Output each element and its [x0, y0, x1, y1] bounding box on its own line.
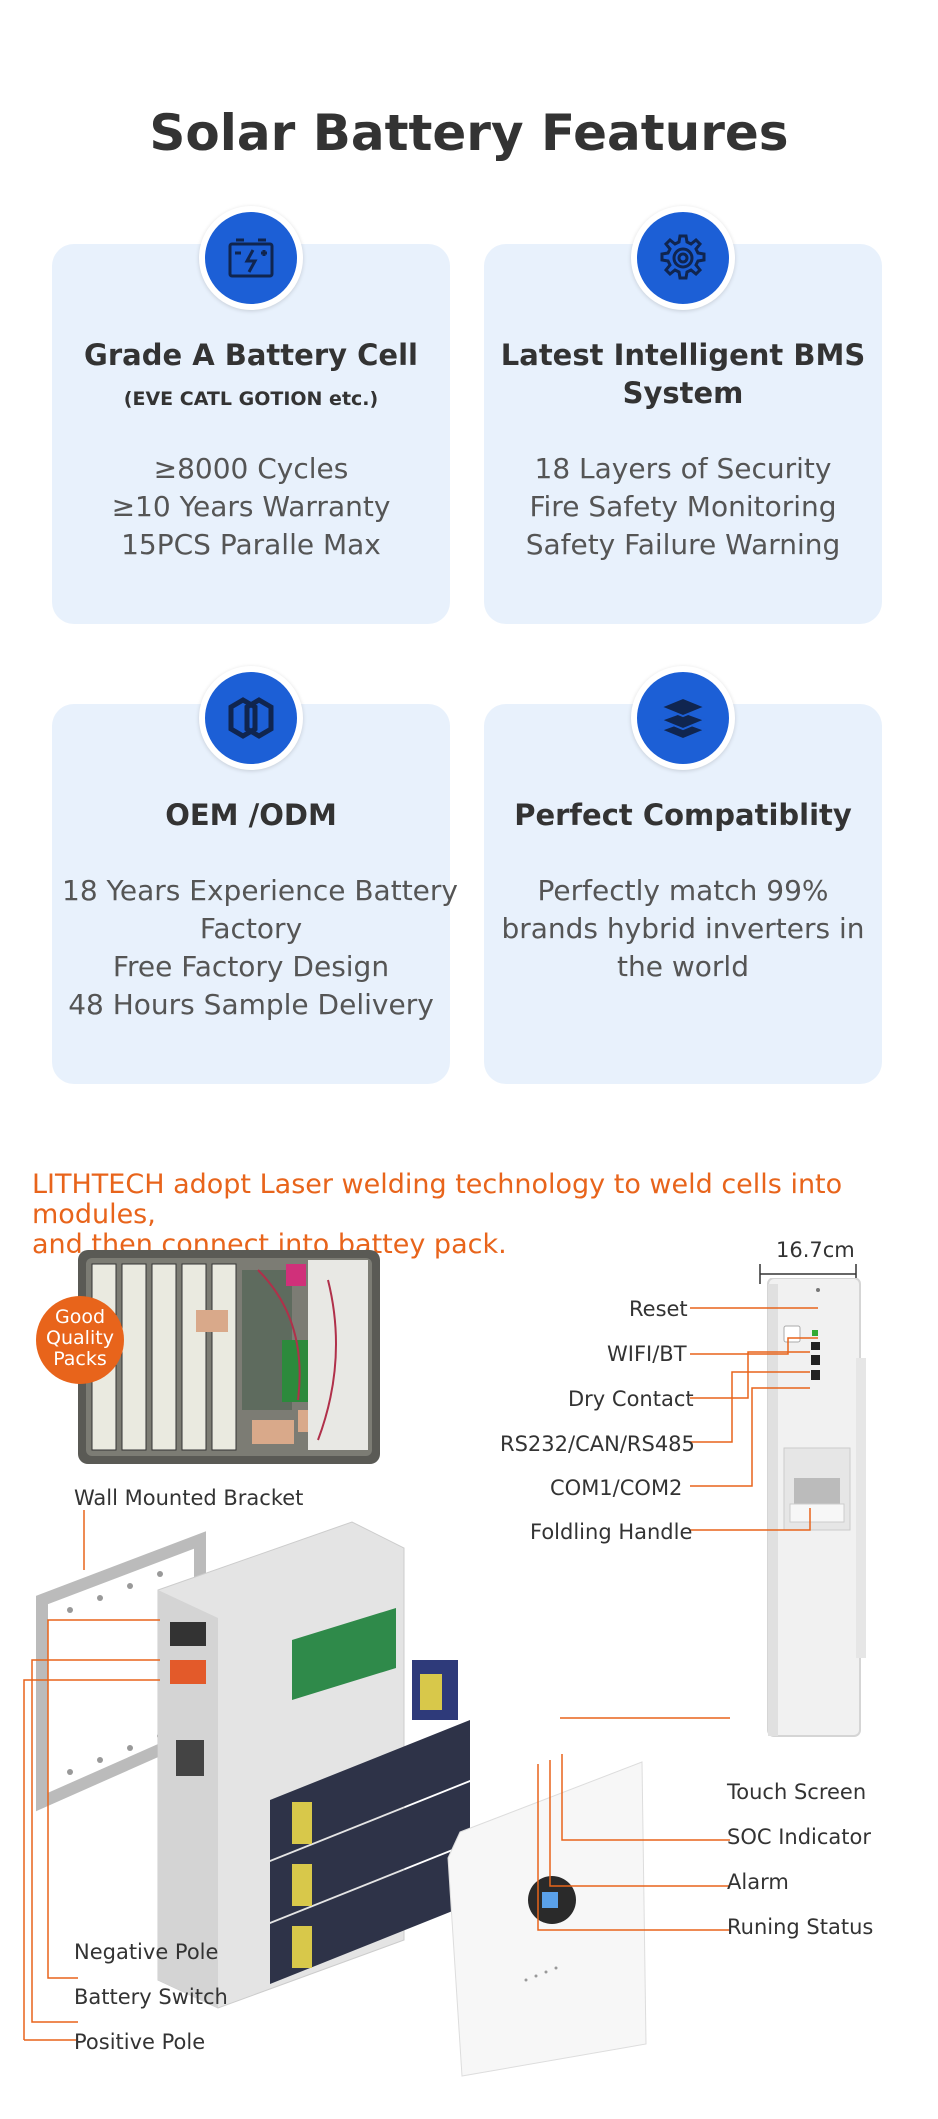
laser-welding-text: LITHTECH adopt Laser welding technology …	[32, 1170, 938, 1260]
page-title: Solar Battery Features	[149, 104, 789, 162]
alarm-label: Alarm	[727, 1870, 789, 1894]
feature-title: Perfect Compatiblity	[514, 798, 852, 832]
com-label: COM1/COM2	[550, 1476, 683, 1500]
wifi-bt-label: WIFI/BT	[607, 1342, 687, 1366]
dry-contact-label: Dry Contact	[568, 1387, 694, 1411]
feature-line: brands hybrid inverters in	[501, 912, 865, 945]
hexagon-link-icon	[199, 666, 303, 770]
soc-indicator-label: SOC Indicator	[727, 1825, 871, 1849]
gear-icon	[631, 206, 735, 310]
feature-line: Factory	[199, 912, 303, 945]
badge-line: Good	[54, 1306, 106, 1328]
rs232-label: RS232/CAN/RS485	[500, 1432, 695, 1456]
side-view-device	[767, 1278, 866, 1737]
feature-line: Perfectly match 99%	[537, 874, 829, 907]
battery-pack-photo	[78, 1250, 380, 1464]
feature-line: 15PCS Paralle Max	[121, 528, 381, 561]
feature-line: 48 Hours Sample Delivery	[68, 988, 434, 1021]
dimension-label: 16.7cm	[776, 1238, 855, 1262]
positive-pole-label: Positive Pole	[74, 2030, 206, 2054]
feature-title: Grade A Battery Cell	[84, 338, 418, 372]
feature-line: 18 Layers of Security	[534, 452, 832, 485]
feature-line: Fire Safety Monitoring	[529, 490, 837, 523]
left-leader-lines	[23, 1510, 160, 2041]
laser-text-line: LITHTECH adopt Laser welding technology …	[32, 1169, 843, 1230]
feature-line: ≥10 Years Warranty	[111, 490, 391, 523]
feature-line: 18 Years Experience Battery	[62, 874, 458, 907]
side-leader-lines	[690, 1307, 818, 1531]
wall-bracket-label: Wall Mounted Bracket	[74, 1486, 304, 1510]
exploded-battery-illustration	[36, 1521, 647, 2077]
negative-pole-label: Negative Pole	[74, 1940, 219, 1964]
feature-lines: ≥8000 Cycles ≥10 Years Warranty 15PCS Pa…	[62, 450, 440, 564]
layers-icon	[631, 666, 735, 770]
feature-lines: Perfectly match 99% brands hybrid invert…	[494, 872, 872, 986]
feature-line: ≥8000 Cycles	[153, 452, 349, 485]
running-status-label: Runing Status	[727, 1915, 874, 1939]
badge-line: Quality	[46, 1327, 114, 1349]
feature-title: Latest Intelligent BMS System	[484, 336, 882, 412]
feature-line: Safety Failure Warning	[525, 528, 841, 561]
quality-badge: Good Quality Packs	[36, 1296, 124, 1384]
handle-label: Foldling Handle	[530, 1520, 693, 1544]
feature-title: OEM /ODM	[165, 798, 337, 832]
touch-screen-label: Touch Screen	[727, 1780, 867, 1804]
feature-lines: 18 Layers of Security Fire Safety Monito…	[494, 450, 872, 564]
feature-lines: 18 Years Experience Battery Factory Free…	[62, 872, 458, 1024]
badge-line: Packs	[53, 1348, 107, 1370]
feature-line: the world	[617, 950, 749, 983]
battery-icon	[199, 206, 303, 310]
feature-subtitle: (EVE CATL GOTION etc.)	[123, 388, 379, 410]
front-leader-lines	[537, 1717, 730, 1931]
feature-title-line: Latest Intelligent BMS	[500, 338, 866, 372]
feature-line: Free Factory Design	[112, 950, 390, 983]
reset-label: Reset	[629, 1297, 688, 1321]
feature-title-line: System	[622, 376, 744, 410]
battery-switch-label: Battery Switch	[74, 1985, 228, 2009]
